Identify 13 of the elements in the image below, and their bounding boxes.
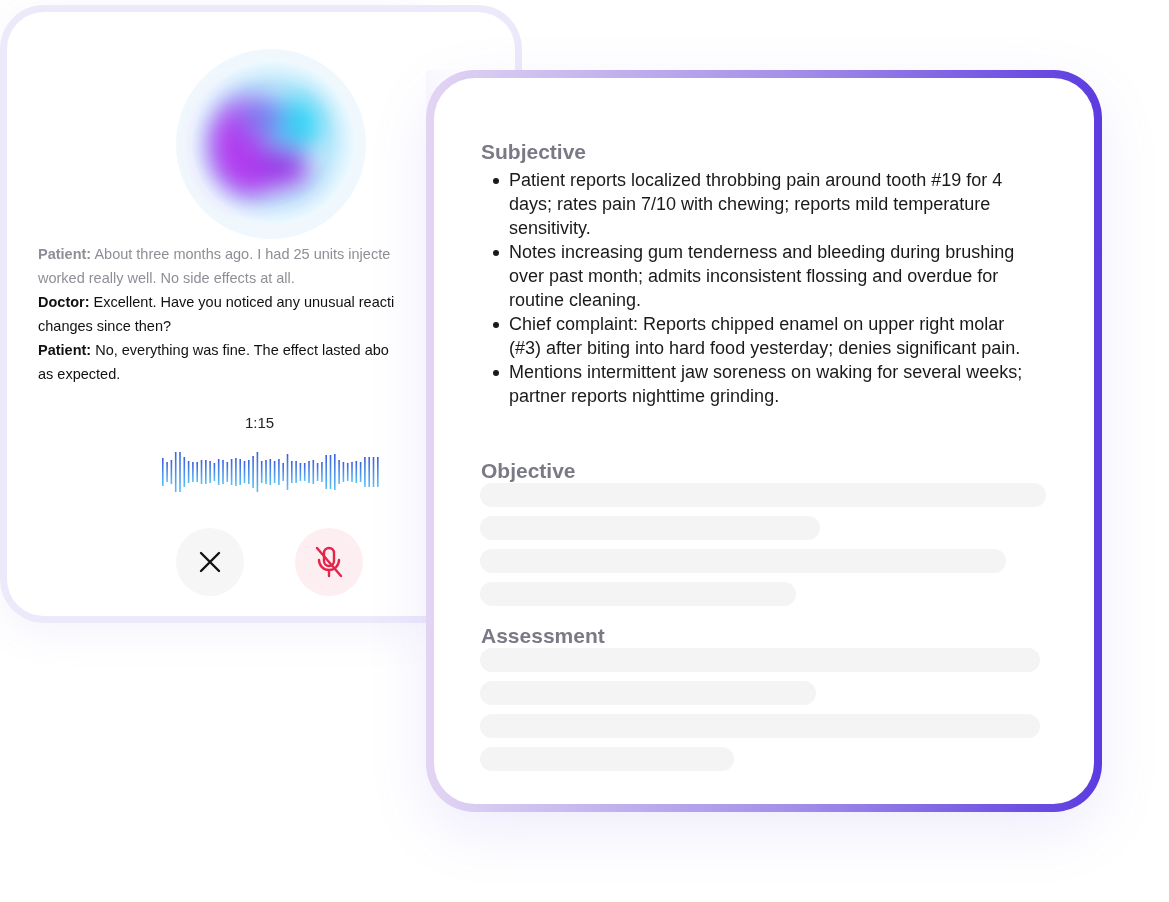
- recorder-card: [0, 5, 426, 623]
- bullet-text: Patient reports localized throbbing pain around tooth #19 for 4 days; rates pain 7/10 with chewing; reports mild temperature sensitivity.: [509, 170, 1003, 238]
- timer-text: 1:15: [245, 414, 275, 431]
- transcript-line: Doctor: Excellent. Have you noticed any unusual reacti changes since then?: [38, 293, 396, 336]
- bullet-text: Notes increasing gum tenderness and bleeding during brushing over past month; admits inconsistent flossing and overdue for routine cleaning.: [509, 242, 1015, 310]
- bullet-text: Chief complaint: Reports chipped enamel on upper right molar (#3) after biting into hard food yesterday; denies significant pain.: [509, 314, 1021, 358]
- bullet-text: Mentions intermittent jaw soreness on waking for several weeks; partner reports nighttime grinding.: [509, 362, 1023, 406]
- section-heading: Subjective: [481, 140, 587, 164]
- section-heading: Assessment: [481, 624, 605, 648]
- transcript-line: Patient: No, everything was fine. The effect lasted abo as expected.: [38, 341, 390, 384]
- transcript-line: Patient: About three months ago. I had 25 units injecte worked really well. No side effects at all.: [38, 245, 392, 288]
- soap-note-card: [426, 70, 1102, 812]
- section-heading: Objective: [481, 459, 576, 483]
